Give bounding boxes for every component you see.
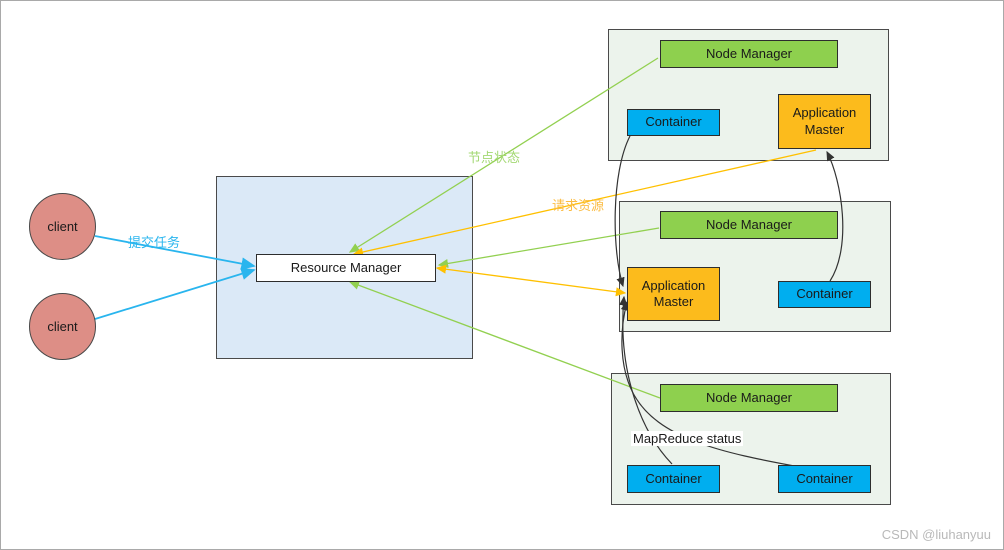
node-1-application-master-label: Application Master (792, 105, 857, 137)
node-3-container-left: Container (627, 465, 720, 493)
node-2-application-master-label: Application Master (641, 277, 706, 309)
node-1-node-manager-label: Node Manager (706, 45, 792, 61)
csdn-watermark: CSDN @liuhanyuu (881, 527, 991, 542)
client-1-label: client (47, 219, 78, 234)
client-2: client (29, 293, 96, 360)
resource-manager-box: Resource Manager (256, 254, 436, 282)
node-1-container-label: Container (645, 114, 702, 130)
node-3-container-right-label: Container (796, 470, 853, 486)
edge-label-mapreduce-status: MapReduce status (631, 431, 744, 446)
node-2-node-manager: Node Manager (660, 211, 838, 239)
client-1: client (29, 193, 96, 260)
node-2-container: Container (778, 281, 871, 308)
edge-label-submit-task: 提交任务 (128, 235, 181, 250)
node-2-application-master: Application Master (627, 267, 720, 321)
resource-manager-label: Resource Manager (290, 259, 402, 275)
node-3-node-manager: Node Manager (660, 384, 838, 412)
node-1-container: Container (627, 109, 720, 136)
node-3-container-right: Container (778, 465, 871, 493)
edge-label-node-status: 节点状态 (468, 150, 521, 165)
edge-label-request-resources: 请求资源 (552, 198, 605, 213)
node-2-node-manager-label: Node Manager (706, 216, 792, 232)
node-3-container-left-label: Container (645, 470, 702, 486)
node-1-node-manager: Node Manager (660, 40, 838, 68)
client-2-label: client (47, 319, 78, 334)
node-3-node-manager-label: Node Manager (706, 389, 792, 405)
node-2-container-label: Container (796, 286, 853, 302)
node-1-application-master: Application Master (778, 94, 871, 149)
